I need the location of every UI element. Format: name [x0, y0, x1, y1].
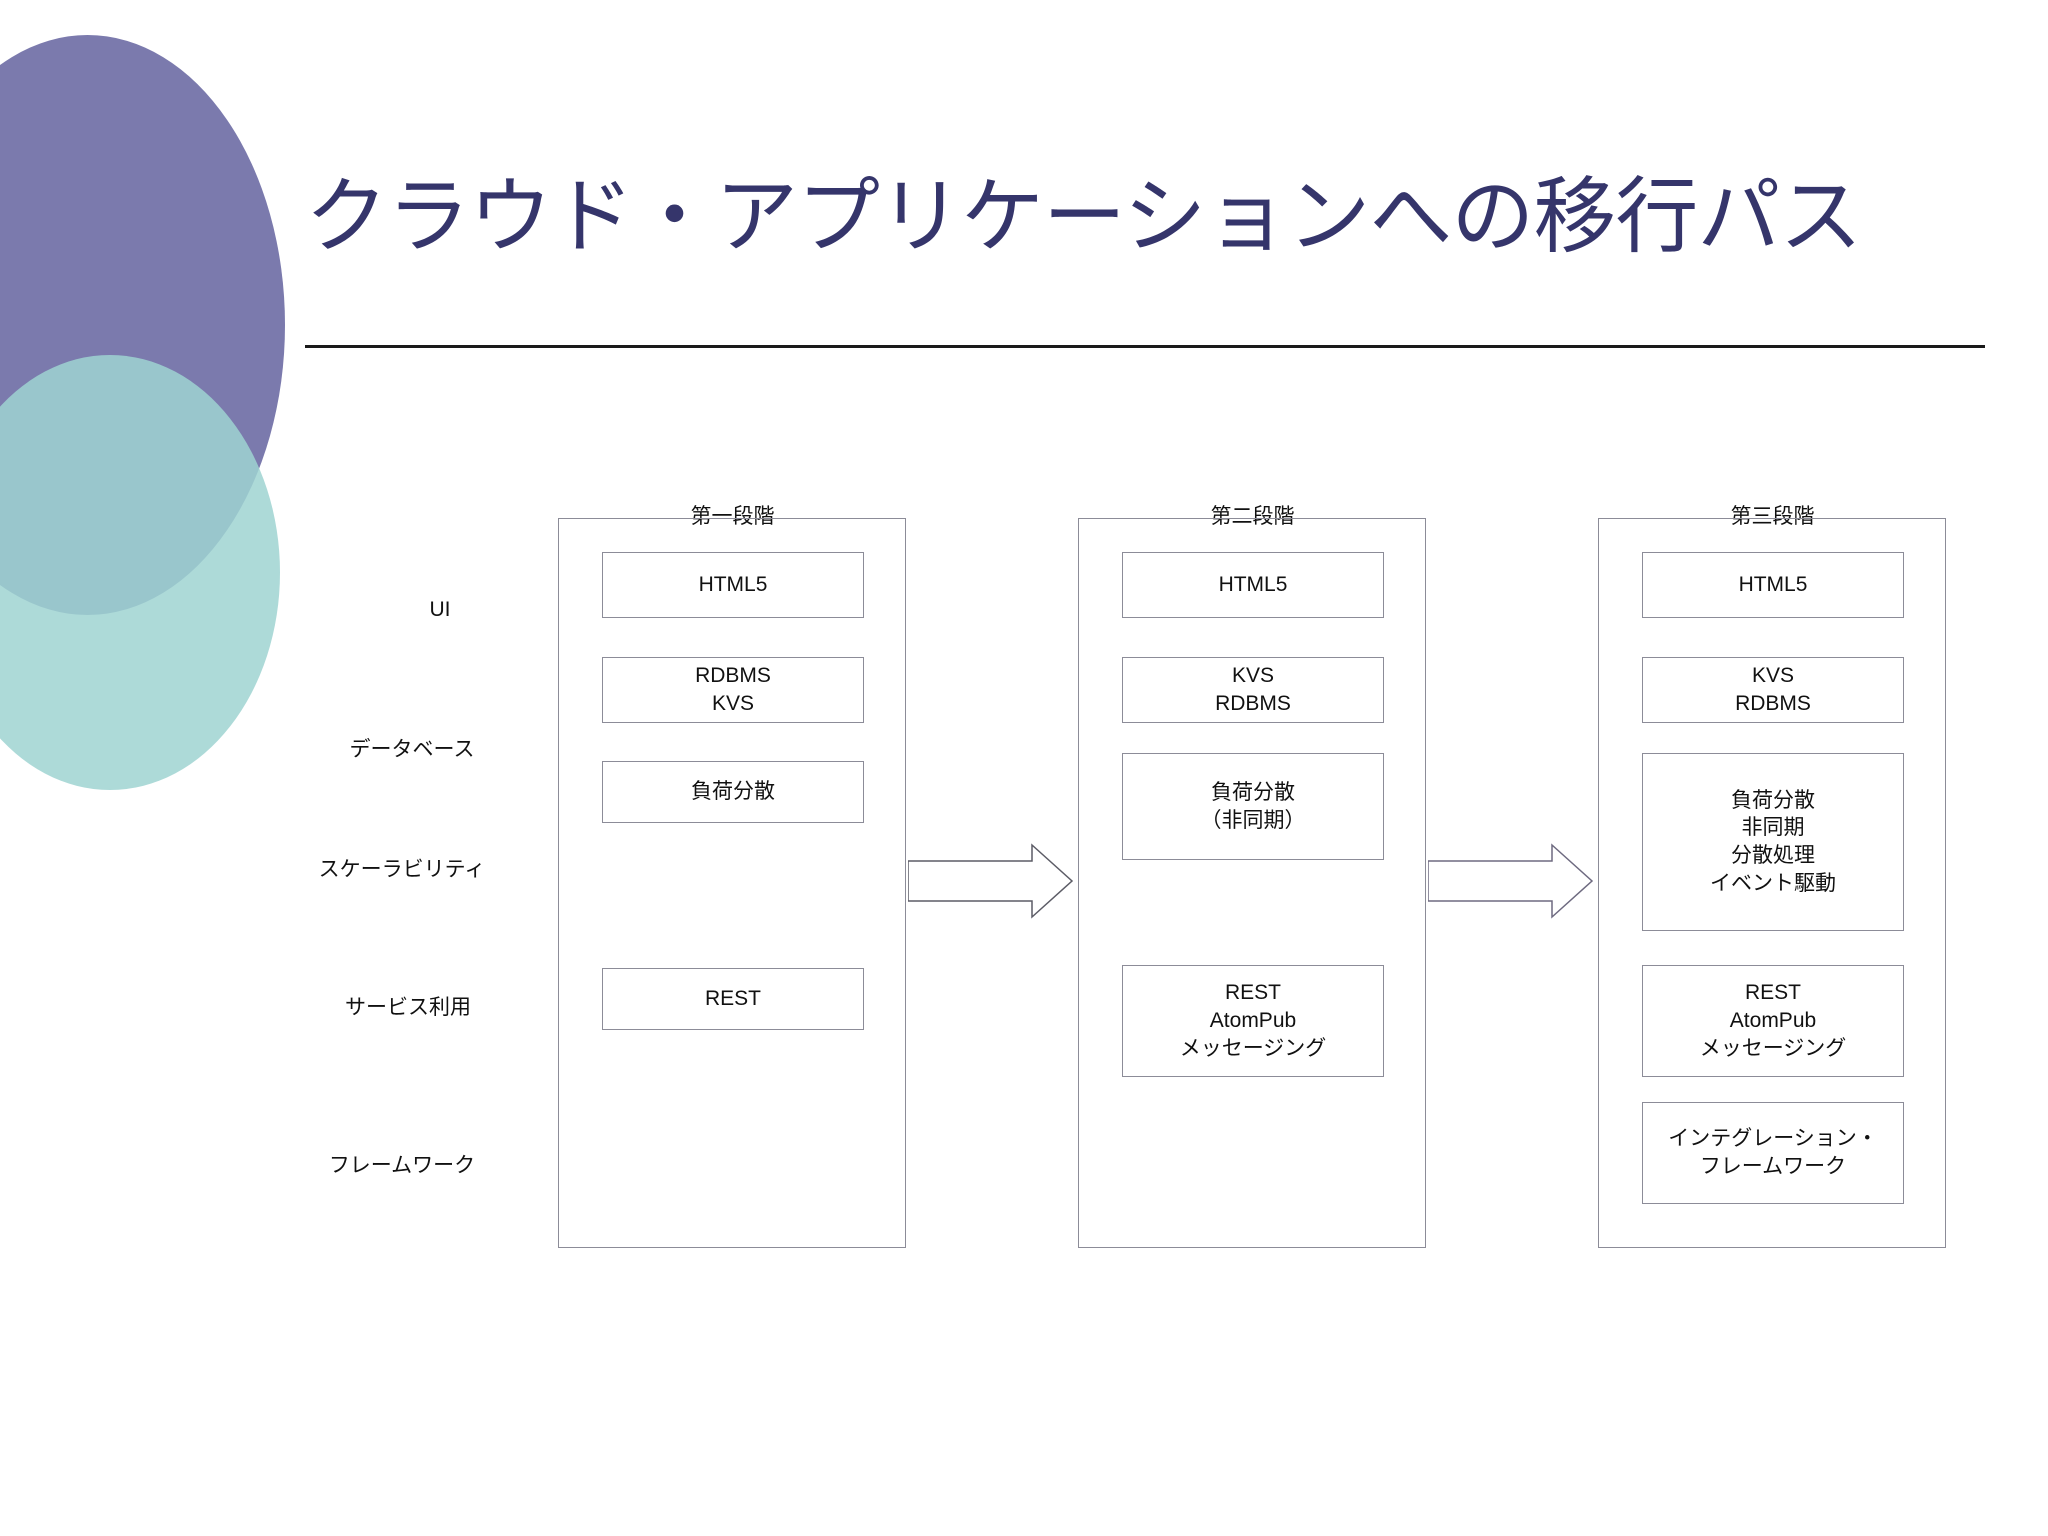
stage1-box-ui: HTML5: [602, 552, 864, 618]
arrow-stage2-to-stage3: [1428, 843, 1594, 919]
stage2-box-scalability: 負荷分散 （非同期）: [1122, 753, 1384, 860]
row-label-database: データベース: [349, 738, 475, 761]
stage-header-3-line1: 第三段階: [1730, 504, 1815, 528]
stage2-box-ui: HTML5: [1122, 552, 1384, 618]
stage-header-1-line1: 第一段階: [690, 504, 775, 528]
stage3-box-ui: HTML5: [1642, 552, 1904, 618]
stage1-box-database: RDBMS KVS: [602, 657, 864, 723]
stage1-box-scalability: 負荷分散: [602, 761, 864, 823]
stage3-box-service-usage: REST AtomPub メッセージング: [1642, 965, 1904, 1077]
stage-column-1: [558, 518, 906, 1248]
decorative-circle-teal: [0, 355, 280, 790]
row-label-framework: フレームワーク: [328, 1154, 476, 1177]
stage2-box-database: KVS RDBMS: [1122, 657, 1384, 723]
stage-column-2: [1078, 518, 1426, 1248]
stage1-box-service-usage: REST: [602, 968, 864, 1030]
title-divider: [305, 345, 1985, 348]
stage3-box-database: KVS RDBMS: [1642, 657, 1904, 723]
page-title: クラウド・アプリケーションへの移行パス: [305, 170, 1862, 263]
row-label-scalability: スケーラビリティ: [318, 858, 486, 881]
row-label-service-usage: サービス利用: [345, 996, 471, 1019]
stage-column-3: [1598, 518, 1946, 1248]
stage2-box-service-usage: REST AtomPub メッセージング: [1122, 965, 1384, 1077]
title-block: クラウド・アプリケーションへの移行パス: [305, 170, 1862, 263]
stage3-box-framework: インテグレーション・ フレームワーク: [1642, 1102, 1904, 1204]
stage3-box-scalability: 負荷分散 非同期 分散処理 イベント駆動: [1642, 753, 1904, 931]
arrow-stage1-to-stage2: [908, 843, 1074, 919]
row-label-ui: UI: [429, 598, 451, 621]
stage-header-2-line1: 第二段階: [1210, 504, 1295, 528]
